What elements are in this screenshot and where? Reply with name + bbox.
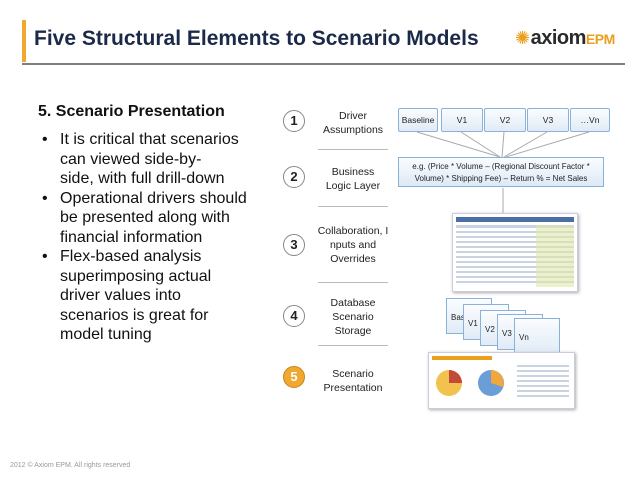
step-number-3: 3: [283, 234, 305, 256]
step-label-business-logic: Business Logic Layer: [325, 166, 381, 192]
title-accent-bar: [22, 20, 26, 62]
version-box-v3: V3: [527, 108, 569, 132]
bullet-list: It is critical that scenarios can viewed…: [38, 130, 268, 345]
bullet-item: Flex-based analysis superimposing actual…: [38, 247, 268, 345]
bullet-item: Operational drivers should be presented …: [38, 189, 268, 248]
step-number-4: 4: [283, 305, 305, 327]
step-number-5: 5: [283, 366, 305, 388]
step-number-2: 2: [283, 166, 305, 188]
axiom-logo: ✺axiomEPM: [515, 27, 615, 49]
section-heading: 5. Scenario Presentation: [38, 103, 225, 120]
version-box-vn: …Vn: [570, 108, 610, 132]
version-box-baseline: Baseline: [398, 108, 438, 132]
bullet-item: It is critical that scenarios can viewed…: [38, 130, 268, 189]
step-label-collaboration: Collaboration, I nputs and Overrides: [317, 225, 389, 265]
title-divider: [22, 63, 625, 65]
step-separator: [318, 282, 388, 283]
step-label-database-storage: Database Scenario Storage: [330, 297, 376, 337]
copyright-footer: 2012 © Axiom EPM. All rights reserved: [10, 462, 131, 469]
step-label-driver-assumptions: Driver Assumptions: [322, 110, 384, 136]
version-box-v1: V1: [441, 108, 483, 132]
formula-box: e.g. (Price * Volume – (Regional Discoun…: [398, 157, 604, 187]
step-number-1: 1: [283, 110, 305, 132]
gear-icon: ✺: [515, 28, 530, 48]
step-separator: [318, 345, 388, 346]
page-title: Five Structural Elements to Scenario Mod…: [34, 27, 479, 50]
step-label-scenario-presentation: Scenario Presentation: [323, 368, 383, 394]
version-box-v2: V2: [484, 108, 526, 132]
version-connectors: [416, 131, 590, 214]
spreadsheet-thumbnail: [452, 213, 578, 292]
step-separator: [318, 149, 388, 150]
scenario-stack-vn: Vn: [514, 318, 560, 354]
step-separator: [318, 206, 388, 207]
report-thumbnail: [428, 352, 575, 409]
